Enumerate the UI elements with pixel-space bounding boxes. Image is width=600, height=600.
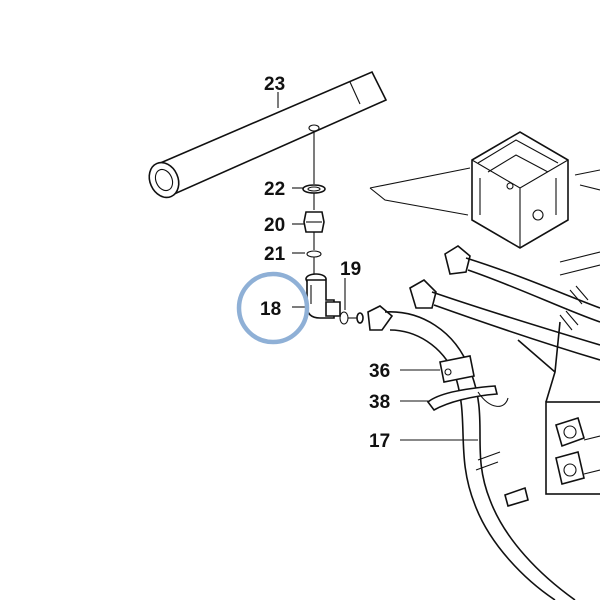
right-hoses <box>409 245 600 361</box>
clamp-36 <box>439 355 475 383</box>
fitting-stack <box>302 131 326 274</box>
callout-21: 21 <box>264 244 286 265</box>
detail-inset <box>517 321 600 495</box>
callout-19: 19 <box>340 259 361 280</box>
callout-17: 17 <box>369 431 390 452</box>
callout-22: 22 <box>264 179 285 200</box>
highlight-circle <box>236 271 310 345</box>
leader-lines <box>277 92 478 441</box>
callout-38: 38 <box>369 392 390 413</box>
callout-18: 18 <box>260 299 281 320</box>
cable-tie-38 <box>426 385 509 412</box>
frame-structure <box>369 131 600 276</box>
tee-fitting <box>305 273 364 325</box>
callout-36: 36 <box>369 361 390 382</box>
hose-17 <box>367 305 576 600</box>
tube-part <box>148 70 388 199</box>
callout-20: 20 <box>264 215 285 236</box>
callout-23: 23 <box>264 74 285 95</box>
